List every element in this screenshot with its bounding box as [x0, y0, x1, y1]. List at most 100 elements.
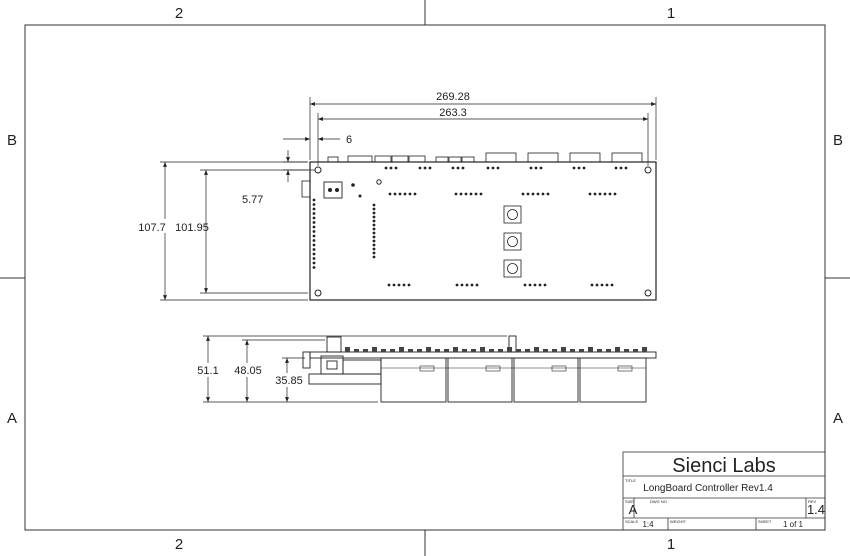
header-pin — [546, 192, 550, 196]
header-pin — [600, 283, 604, 287]
smd-component — [462, 349, 467, 352]
smd-component — [453, 347, 458, 352]
smd-component — [471, 349, 476, 352]
header-pin — [312, 234, 316, 238]
dwg-no-caption: DWG NO — [650, 499, 667, 504]
header-pin — [312, 216, 316, 220]
smd-component — [372, 347, 377, 352]
via-marker — [376, 179, 382, 185]
scale-caption: SCALE — [625, 519, 638, 524]
header-pin — [418, 166, 422, 170]
drawing-title: LongBoard Controller Rev1.4 — [643, 483, 773, 494]
mounting-hole — [644, 166, 652, 174]
header-pin — [523, 283, 527, 287]
header-pin — [372, 227, 376, 231]
header-pin — [312, 266, 316, 269]
stepper-driver-block — [447, 357, 513, 403]
side-component — [342, 359, 382, 375]
mounting-hole — [644, 289, 652, 297]
sheet-caption: SHEET — [758, 519, 772, 524]
header-pin — [394, 166, 398, 170]
tact-buttons — [503, 205, 522, 278]
header-pin — [533, 283, 537, 287]
header-pin — [608, 192, 612, 196]
header-pin — [605, 283, 609, 287]
header-pin — [536, 192, 540, 196]
title-caption: TITLE — [625, 478, 636, 483]
smd-component — [390, 349, 395, 352]
smd-component — [489, 349, 494, 352]
side-connector — [301, 180, 311, 198]
smd-component — [615, 347, 620, 352]
side-view-dimensions — [203, 335, 507, 403]
header-pin — [408, 192, 412, 196]
header-pin — [388, 192, 392, 196]
header-pin — [451, 166, 455, 170]
header-pin — [372, 247, 376, 251]
header-pin — [456, 166, 460, 170]
header-pin — [624, 166, 628, 170]
header-pin — [372, 207, 376, 211]
dim-side-height-total: 51.1 — [197, 365, 218, 377]
side-view — [302, 335, 657, 403]
smd-component — [345, 347, 350, 352]
header-pin — [389, 166, 393, 170]
header-pin — [491, 166, 495, 170]
size-caption: SIZE — [625, 499, 634, 504]
header-pin — [312, 257, 316, 260]
zone-label-bottom-1: 1 — [667, 536, 675, 553]
header-pin — [372, 219, 376, 223]
dim-overall-width: 269.28 — [436, 91, 470, 103]
top-view-dimensions — [160, 97, 657, 301]
header-pin — [479, 192, 483, 196]
header-pin — [387, 283, 391, 287]
header-pin — [521, 192, 525, 196]
smd-component — [417, 349, 422, 352]
header-pin — [577, 166, 581, 170]
header-pin — [598, 192, 602, 196]
zone-label-left-b: B — [7, 132, 17, 149]
power-jack — [323, 181, 343, 199]
header-pin — [428, 166, 432, 170]
header-pin — [413, 192, 417, 196]
power-jack-pin — [328, 188, 332, 192]
via-marker — [351, 183, 355, 187]
smd-component — [444, 349, 449, 352]
header-pin — [372, 235, 376, 239]
top-connectors — [327, 152, 643, 163]
zone-label-top-1: 1 — [667, 5, 675, 22]
zone-label-right-b: B — [833, 132, 843, 149]
smd-component — [525, 349, 530, 352]
header-pin — [372, 251, 376, 255]
zone-label-left-a: A — [7, 410, 17, 427]
header-pin — [403, 192, 407, 196]
smd-component — [579, 349, 584, 352]
smd-component — [381, 349, 386, 352]
dim-hole-span-height: 101.95 — [175, 222, 209, 234]
header-pin — [372, 255, 376, 259]
weight-caption: WEIGHT — [670, 519, 687, 524]
title-block — [622, 451, 826, 531]
zone-label-bottom-2: 2 — [175, 536, 183, 553]
header-pin — [372, 243, 376, 247]
header-pin — [372, 211, 376, 215]
via-marker — [358, 194, 362, 198]
header-pin — [496, 166, 500, 170]
size-value: A — [629, 502, 638, 517]
smd-component — [624, 349, 629, 352]
header-pin — [464, 192, 468, 196]
header-pin — [423, 166, 427, 170]
zone-label-top-2: 2 — [175, 5, 183, 22]
smd-component — [435, 349, 440, 352]
header-pin — [312, 198, 316, 202]
header-pin — [469, 192, 473, 196]
header-pin — [312, 239, 316, 242]
smd-component — [543, 349, 548, 352]
header-pin — [534, 166, 538, 170]
header-pin — [528, 283, 532, 287]
smd-component — [570, 349, 575, 352]
header-pin — [541, 192, 545, 196]
sheet-value: 1 of 1 — [783, 520, 804, 529]
header-pin — [372, 231, 376, 235]
